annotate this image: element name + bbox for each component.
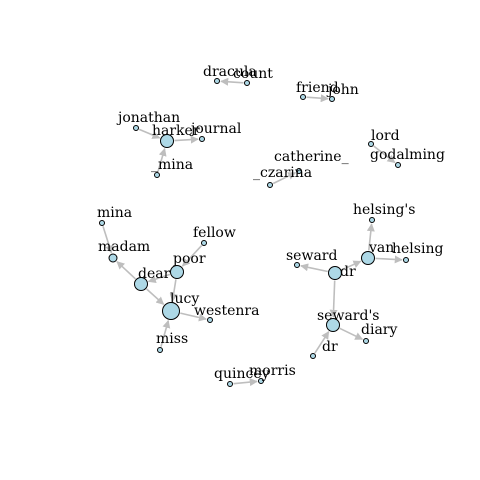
- node-label-lord: lord: [371, 128, 400, 144]
- node-label-seward: seward: [286, 248, 337, 264]
- node-harker: [160, 134, 174, 148]
- node-label-journal: journal: [189, 121, 242, 137]
- node-quincey: [227, 381, 233, 387]
- node-jonathan: [133, 125, 139, 131]
- node-label-jonathan: jonathan: [116, 110, 180, 126]
- node-label-helsings: helsing's: [353, 202, 415, 218]
- node-label-dear: dear: [138, 266, 171, 282]
- node-helsings: [369, 217, 375, 223]
- edge-friend-to-john: [306, 94, 329, 103]
- node-seward: [294, 262, 300, 268]
- node-label-westenra: westenra: [194, 303, 259, 319]
- edge-dr_top-to-sewards: [329, 280, 338, 318]
- node-miss: [157, 347, 163, 353]
- node-label-dr-bottom: dr: [322, 339, 338, 355]
- node-label-mina: mina: [97, 205, 132, 221]
- node-label-quincey: quincey: [214, 366, 270, 382]
- edge-sewards-to-diary: [339, 327, 364, 341]
- node--czarina: [267, 182, 273, 188]
- edge-dear-to-madam: [116, 261, 137, 280]
- node-lucy: [162, 302, 180, 320]
- edge-poor-to-dear: [147, 273, 171, 284]
- edge-count-to-dracula: [220, 77, 244, 86]
- node-label-catherine-: catherine_: [274, 149, 349, 165]
- node-journal: [199, 136, 205, 142]
- node-john: [329, 96, 335, 102]
- node-label-miss: miss: [156, 331, 188, 347]
- nodes-layer: [99, 78, 409, 387]
- edge-_mina-to-harker: [157, 147, 167, 172]
- edge-lucy-to-westenra: [180, 312, 207, 322]
- node-dr-top: [328, 266, 342, 280]
- node-dr-bottom: [310, 353, 316, 359]
- node-label-fellow: fellow: [193, 225, 236, 241]
- node-label-madam: madam: [98, 239, 150, 255]
- edge-dr_bottom-to-sewards: [314, 331, 330, 354]
- node-sewards: [326, 318, 340, 332]
- node-label-helsing: helsing: [392, 241, 443, 257]
- node-count: [244, 80, 250, 86]
- node--mina: [154, 172, 160, 178]
- node-westenra: [207, 317, 213, 323]
- node-label-friend: friend: [296, 80, 339, 96]
- node-label-godalming: godalming: [370, 147, 445, 163]
- edge-mina-to-madam: [102, 226, 114, 254]
- node-label-dr-top: dr: [340, 264, 356, 280]
- node-madam: [108, 253, 118, 263]
- edge-dear-to-lucy: [146, 288, 165, 305]
- edge-poor-to-lucy: [169, 279, 178, 302]
- node-godalming: [395, 162, 401, 168]
- node-dracula: [214, 78, 220, 84]
- node-poor: [170, 265, 184, 279]
- edge-_czarina-to-catherine_: [272, 171, 297, 185]
- node-label-harker: harker: [152, 123, 200, 139]
- node-label-john: john: [326, 82, 359, 98]
- node-dear: [134, 277, 148, 291]
- node-diary: [363, 338, 369, 344]
- node-label-van: van: [368, 240, 394, 256]
- node-helsing: [403, 257, 409, 263]
- edge-quincey-to-morris: [233, 378, 258, 387]
- node-label-poor: poor: [173, 251, 206, 267]
- edge-dr_top-to-van: [341, 260, 362, 271]
- node-label-count: count: [233, 66, 273, 82]
- node-friend: [300, 94, 306, 100]
- node-van: [361, 251, 375, 265]
- edge-jonathan-to-harker: [138, 128, 161, 139]
- node-label-morris: morris: [249, 363, 296, 379]
- node-morris: [258, 378, 264, 384]
- node-fellow: [201, 240, 207, 246]
- node-label--mina: _mina: [151, 157, 193, 173]
- node-label-sewards: seward's: [317, 308, 380, 324]
- edge-miss-to-lucy: [160, 319, 171, 347]
- edge-van-to-helsing: [375, 255, 403, 264]
- edge-dr_top-to-seward: [300, 263, 328, 273]
- node-label-dracula: dracula: [203, 64, 257, 80]
- node-catherine-: [296, 168, 302, 174]
- node-label--czarina: _czarina: [253, 165, 312, 181]
- edge-van-to-helsings: [366, 223, 375, 251]
- node-label-diary: diary: [361, 322, 397, 338]
- node-lord: [368, 141, 374, 147]
- node-mina: [99, 220, 105, 226]
- edge-lord-to-godalming: [373, 145, 396, 164]
- edges-layer: [102, 77, 403, 387]
- node-label-lucy: lucy: [170, 291, 199, 307]
- edge-harker-to-journal: [174, 135, 199, 144]
- edge-fellow-to-poor: [181, 245, 203, 267]
